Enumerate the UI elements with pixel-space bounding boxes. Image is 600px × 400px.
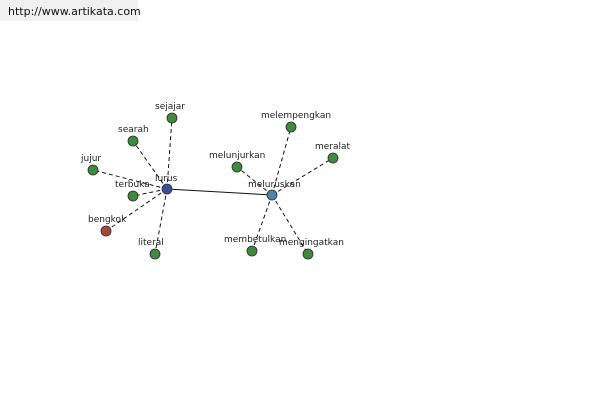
edge-meluruskan-melempengkan xyxy=(271,126,292,196)
url-bar: http://www.artikata.com xyxy=(0,0,141,21)
node-sejajar-dot[interactable] xyxy=(166,112,178,124)
node-bengkok-label: bengkok xyxy=(88,215,127,225)
node-bengkok-dot[interactable] xyxy=(100,225,112,237)
node-sejajar[interactable]: sejajar xyxy=(155,102,185,124)
site-url[interactable]: http://www.artikata.com xyxy=(8,5,141,18)
node-membetulkan-dot[interactable] xyxy=(246,245,258,257)
node-jujur[interactable]: jujur xyxy=(80,154,101,176)
node-jujur-dot[interactable] xyxy=(87,164,99,176)
edge-lurus-bengkok xyxy=(105,188,168,232)
node-melunjurkan-dot[interactable] xyxy=(231,161,243,173)
edge-meluruskan-membetulkan xyxy=(251,194,273,252)
node-bengkok[interactable]: bengkok xyxy=(88,215,127,237)
node-literal[interactable]: literal xyxy=(138,238,164,260)
node-melunjurkan[interactable]: melunjurkan xyxy=(209,151,265,173)
node-meluruskan-dot[interactable] xyxy=(266,189,278,201)
edge-lurus-sejajar xyxy=(166,117,173,190)
node-melunjurkan-label: melunjurkan xyxy=(209,151,265,161)
node-sejajar-label: sejajar xyxy=(155,102,185,112)
node-mengingatkan[interactable]: mengingatkan xyxy=(279,238,344,260)
graph-nodes: lurus meluruskan sejajar searah jujur terbuka… xyxy=(80,102,351,260)
node-lurus-label: lurus xyxy=(155,174,178,184)
node-mengingatkan-label: mengingatkan xyxy=(279,238,344,248)
node-meluruskan-label: meluruskan xyxy=(248,180,301,190)
node-jujur-label: jujur xyxy=(80,154,101,164)
node-searah-dot[interactable] xyxy=(127,135,139,147)
edge-meluruskan-melunjurkan xyxy=(236,166,273,196)
node-melempengkan-dot[interactable] xyxy=(285,121,297,133)
node-searah[interactable]: searah xyxy=(118,125,149,147)
edge-lurus-jujur xyxy=(92,169,168,190)
node-literal-dot[interactable] xyxy=(149,248,161,260)
edge-lurus-searah xyxy=(132,140,168,190)
edge-lurus-meluruskan xyxy=(166,188,273,196)
node-mengingatkan-dot[interactable] xyxy=(302,248,314,260)
node-melempengkan-label: melempengkan xyxy=(261,111,331,121)
node-lurus-dot[interactable] xyxy=(161,183,173,195)
node-membetulkan[interactable]: membetulkan xyxy=(224,235,286,257)
node-membetulkan-label: membetulkan xyxy=(224,235,286,245)
node-meralat-label: meralat xyxy=(315,142,351,152)
node-literal-label: literal xyxy=(138,238,164,248)
node-searah-label: searah xyxy=(118,125,149,135)
edge-meluruskan-meralat xyxy=(271,157,334,196)
graph-edges xyxy=(92,117,334,255)
node-terbuka[interactable]: terbuka xyxy=(115,180,150,202)
edge-lurus-terbuka xyxy=(132,188,168,197)
node-meralat[interactable]: meralat xyxy=(315,142,351,164)
node-meralat-dot[interactable] xyxy=(327,152,339,164)
node-lurus[interactable]: lurus xyxy=(155,174,178,195)
node-meluruskan[interactable]: meluruskan xyxy=(248,180,301,201)
node-terbuka-dot[interactable] xyxy=(127,190,139,202)
edge-meluruskan-mengingatkan xyxy=(271,194,309,255)
node-terbuka-label: terbuka xyxy=(115,180,150,190)
node-melempengkan[interactable]: melempengkan xyxy=(261,111,331,133)
